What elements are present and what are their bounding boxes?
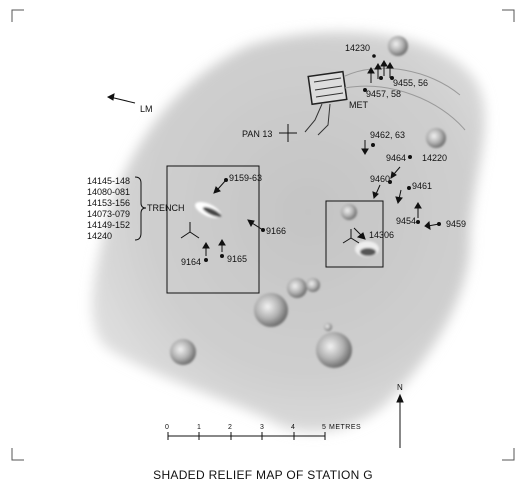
trench-sample-item: 14145-148	[87, 176, 131, 186]
scale-tick-label: 0	[165, 424, 169, 431]
trench-sample-list: 14145-148 14080-081 14153-156 14073-079 …	[87, 176, 130, 242]
label-9455: 9455, 56	[393, 78, 429, 88]
tripod-symbols	[180, 222, 360, 244]
label-9460: 9460	[370, 174, 391, 184]
trench-sample-item: 14153-156	[87, 198, 131, 208]
sample-arrows	[106, 60, 440, 256]
label-9459: 9459	[446, 219, 467, 229]
crater-group	[170, 36, 446, 368]
corner-marks	[11, 9, 515, 461]
north-label: N	[397, 383, 403, 392]
label-9462: 9462, 63	[370, 130, 406, 140]
met-object	[304, 67, 466, 136]
trench-sample-item: 14073-079	[87, 209, 131, 219]
trench-sample-brace	[134, 176, 147, 241]
label-9457: 9457, 58	[366, 89, 402, 99]
trench-box	[166, 165, 260, 294]
scale-tick-label: 4	[291, 424, 295, 431]
label-9454: 9454	[396, 216, 417, 226]
scale-unit-label: METRES	[329, 424, 362, 431]
label-9166: 9166	[266, 226, 287, 236]
scale-tick-label: 1	[197, 424, 201, 431]
trench-sample-item: 14240	[87, 231, 113, 241]
label-trench: TRENCH	[147, 203, 185, 213]
label-14230: 14230	[345, 43, 371, 53]
label-14220: 14220	[422, 153, 448, 163]
scale-tick-label: 5	[322, 424, 326, 431]
sample-markers	[204, 54, 441, 262]
north-arrow	[396, 393, 404, 448]
site-box-14306	[325, 200, 384, 268]
scale-tick-label: 3	[260, 424, 264, 431]
pan-crosshair	[279, 124, 297, 142]
scale-tick-label: 2	[228, 424, 232, 431]
terrain-area	[92, 31, 485, 432]
label-14306: 14306	[369, 230, 395, 240]
map-title: SHADED RELIEF MAP OF STATION G	[153, 468, 373, 482]
label-9165: 9165	[227, 254, 248, 264]
scale-bar	[167, 432, 326, 440]
label-met: MET	[349, 100, 368, 110]
label-9164: 9164	[181, 257, 202, 267]
label-9159: 9159-63	[229, 173, 263, 183]
trench-sample-item: 14080-081	[87, 187, 131, 197]
trench-sample-item: 14149-152	[87, 220, 131, 230]
label-9464: 9464	[386, 153, 407, 163]
label-pan-13: PAN 13	[242, 129, 273, 139]
label-lm: LM	[140, 104, 153, 114]
label-9461: 9461	[412, 181, 433, 191]
